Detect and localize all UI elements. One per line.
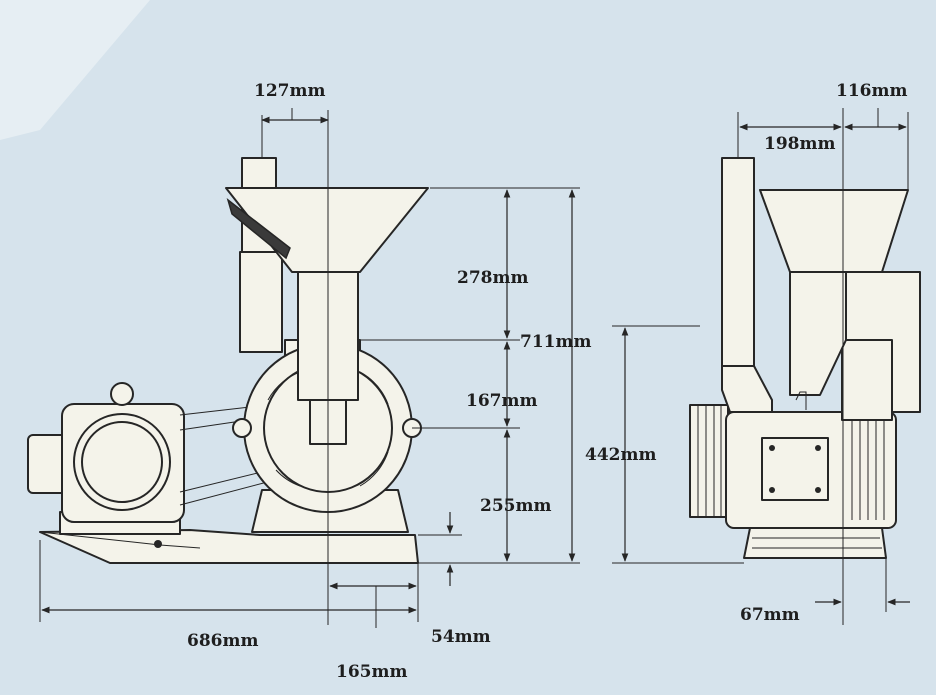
pipe-collar [239,251,283,353]
dim-label-686mm: 686mm [187,631,258,651]
housing-fins [851,420,885,520]
base-plate [39,529,419,564]
motor-face [81,421,163,503]
housing-slot-2 [275,469,301,487]
dim-label-165mm: 165mm [336,662,407,682]
motor-lifting-eye [110,382,134,406]
front-view: 127mm 278mm 711mm 167mm 255mm 686mm 54mm… [27,81,591,682]
side-hopper [759,189,909,273]
side-column [721,157,755,367]
plate-bolt-1 [769,445,775,451]
electric-motor [27,382,185,535]
dim-label-198mm: 198mm [764,134,835,154]
drive-belt-lower-2 [179,479,276,506]
side-column-foot [721,365,773,413]
dim-label-116mm: 116mm [836,81,907,101]
housing-slot-3 [359,371,389,405]
dim-label-67mm: 67mm [740,605,800,625]
plate-bolt-3 [769,487,775,493]
side-throat [789,271,847,396]
side-latch [795,391,807,410]
dim-label-127mm: 127mm [254,81,325,101]
side-base-ribs [752,537,882,549]
dim-label-278mm: 278mm [457,268,528,288]
pulley-grooves [697,405,722,517]
housing-bolt-left [232,418,252,438]
drive-belt-lower [179,469,271,493]
dim-label-167mm: 167mm [466,391,537,411]
side-base [743,527,887,559]
dim-label-711mm: 711mm [520,332,591,352]
side-view: 116mm 198mm 442mm 67mm [585,81,921,625]
plate-bolt-4 [815,487,821,493]
dim-label-54mm: 54mm [431,627,491,647]
drive-belt-upper [179,406,251,416]
pulley-stack [689,404,729,518]
plate-bolt-2 [815,445,821,451]
lever-pivot [154,540,162,548]
background-wedge [0,0,150,140]
housing-slot-4 [359,451,389,487]
dim-label-255mm: 255mm [480,496,551,516]
rear-box-inner [841,339,893,421]
dim-label-442mm: 442mm [585,445,656,465]
hopper-bracket [226,198,291,260]
